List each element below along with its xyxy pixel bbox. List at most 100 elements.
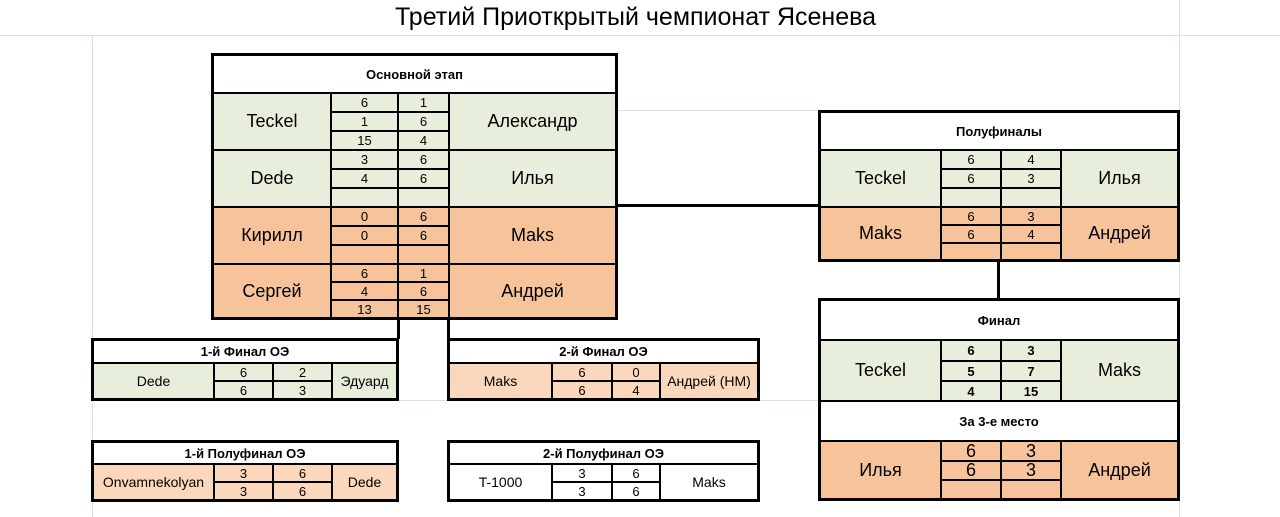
score-cell: 6 bbox=[398, 226, 449, 245]
score-cell: 6 bbox=[331, 93, 398, 112]
score-cell bbox=[331, 245, 398, 264]
score-cell: 6 bbox=[398, 112, 449, 131]
consolation-semi-2-table: 2-й Полуфинал ОЭ T-1000 Maks 3 6 3 6 bbox=[447, 440, 760, 502]
score-cell: 4 bbox=[398, 131, 449, 150]
score-cell: 4 bbox=[331, 282, 398, 300]
player-name: Teckel bbox=[213, 93, 331, 150]
score-cell: 3 bbox=[214, 464, 273, 482]
score-cell: 6 bbox=[941, 340, 1001, 361]
score-cell bbox=[398, 245, 449, 264]
score-cell: 4 bbox=[941, 381, 1001, 401]
score-cell: 4 bbox=[1001, 225, 1061, 243]
bracket-connector bbox=[447, 318, 450, 339]
final-table: Финал Teckel Maks 6 3 5 7 4 15 За 3-е ме… bbox=[818, 298, 1180, 501]
score-cell: 15 bbox=[398, 300, 449, 318]
player-name: Кирилл bbox=[213, 207, 331, 264]
player-name: Александр bbox=[449, 93, 616, 150]
player-name: Maks bbox=[1061, 340, 1178, 401]
player-name: Андрей bbox=[1061, 207, 1178, 260]
grid-line bbox=[0, 35, 1280, 36]
player-name: Teckel bbox=[820, 340, 941, 401]
score-cell: 3 bbox=[552, 464, 612, 482]
score-cell: 6 bbox=[398, 282, 449, 300]
score-cell: 6 bbox=[941, 441, 1001, 461]
score-cell: 6 bbox=[941, 225, 1001, 243]
player-name: Maks bbox=[660, 464, 758, 500]
consolation-final-2-header: 2-й Финал ОЭ bbox=[449, 340, 758, 363]
player-name: Dede bbox=[213, 150, 331, 207]
score-cell bbox=[941, 480, 1001, 499]
page-title: Третий Приоткрытый чемпионат Ясенева bbox=[92, 0, 1179, 35]
score-cell: 6 bbox=[552, 363, 612, 381]
final-header: Финал bbox=[820, 300, 1178, 340]
main-stage-table: Основной этап Teckel Александр 6 1 1 6 1… bbox=[211, 53, 618, 320]
score-cell: 1 bbox=[331, 112, 398, 131]
player-name: Dede bbox=[332, 464, 397, 500]
bracket-connector bbox=[997, 261, 1000, 299]
score-cell: 3 bbox=[1001, 207, 1061, 225]
player-name: Илья bbox=[820, 441, 941, 499]
score-cell: 13 bbox=[331, 300, 398, 318]
player-name: T-1000 bbox=[449, 464, 552, 500]
score-cell: 4 bbox=[1001, 150, 1061, 169]
grid-line bbox=[92, 0, 93, 517]
score-cell bbox=[941, 243, 1001, 260]
player-name: Сергей bbox=[213, 264, 331, 318]
score-cell: 2 bbox=[273, 363, 332, 381]
player-name: Maks bbox=[820, 207, 941, 260]
player-name: Эдуард bbox=[332, 363, 397, 399]
player-name: Teckel bbox=[820, 150, 941, 207]
score-cell: 6 bbox=[331, 264, 398, 282]
score-cell: 15 bbox=[331, 131, 398, 150]
third-place-header: За 3-е место bbox=[820, 401, 1178, 441]
score-cell: 0 bbox=[331, 207, 398, 226]
score-cell bbox=[331, 188, 398, 207]
consolation-semi-1-table: 1-й Полуфинал ОЭ Onvamnekolyan Dede 3 6 … bbox=[91, 440, 399, 502]
player-name: Илья bbox=[1061, 150, 1178, 207]
score-cell: 0 bbox=[612, 363, 660, 381]
score-cell: 6 bbox=[214, 363, 273, 381]
bracket-connector bbox=[616, 204, 820, 207]
consolation-final-1-table: 1-й Финал ОЭ Dede Эдуард 6 2 6 3 bbox=[91, 338, 399, 401]
grid-line bbox=[617, 110, 817, 111]
score-cell: 15 bbox=[1001, 381, 1061, 401]
score-cell: 6 bbox=[941, 169, 1001, 188]
score-cell: 3 bbox=[1001, 441, 1061, 461]
main-stage-header: Основной этап bbox=[213, 55, 616, 93]
score-cell bbox=[398, 188, 449, 207]
score-cell bbox=[1001, 188, 1061, 207]
score-cell: 6 bbox=[552, 381, 612, 399]
semifinals-table: Полуфиналы Teckel Илья 6 4 6 3 Maks Андр… bbox=[818, 110, 1180, 262]
bracket-connector bbox=[397, 318, 400, 339]
score-cell: 0 bbox=[331, 226, 398, 245]
consolation-final-1-header: 1-й Финал ОЭ bbox=[93, 340, 397, 363]
score-cell: 6 bbox=[214, 381, 273, 399]
score-cell: 3 bbox=[214, 482, 273, 500]
semifinals-header: Полуфиналы bbox=[820, 112, 1178, 150]
player-name: Андрей (НМ) bbox=[660, 363, 758, 399]
player-name: Maks bbox=[449, 207, 616, 264]
score-cell: 6 bbox=[941, 150, 1001, 169]
player-name: Maks bbox=[449, 363, 552, 399]
score-cell: 3 bbox=[1001, 461, 1061, 480]
consolation-semi-1-header: 1-й Полуфинал ОЭ bbox=[93, 442, 397, 464]
score-cell: 6 bbox=[941, 207, 1001, 225]
score-cell: 6 bbox=[398, 150, 449, 169]
score-cell: 1 bbox=[398, 264, 449, 282]
score-cell: 6 bbox=[612, 464, 660, 482]
score-cell bbox=[941, 188, 1001, 207]
score-cell: 3 bbox=[1001, 340, 1061, 361]
score-cell: 6 bbox=[273, 464, 332, 482]
player-name: Dede bbox=[93, 363, 214, 399]
score-cell bbox=[1001, 243, 1061, 260]
score-cell: 4 bbox=[331, 169, 398, 188]
player-name: Андрей bbox=[1061, 441, 1178, 499]
consolation-final-2-table: 2-й Финал ОЭ Maks Андрей (НМ) 6 0 6 4 bbox=[447, 338, 760, 401]
score-cell: 6 bbox=[398, 207, 449, 226]
player-name: Андрей bbox=[449, 264, 616, 318]
player-name: Onvamnekolyan bbox=[93, 464, 214, 500]
consolation-semi-2-header: 2-й Полуфинал ОЭ bbox=[449, 442, 758, 464]
score-cell: 6 bbox=[398, 169, 449, 188]
score-cell: 3 bbox=[1001, 169, 1061, 188]
score-cell: 6 bbox=[612, 482, 660, 500]
